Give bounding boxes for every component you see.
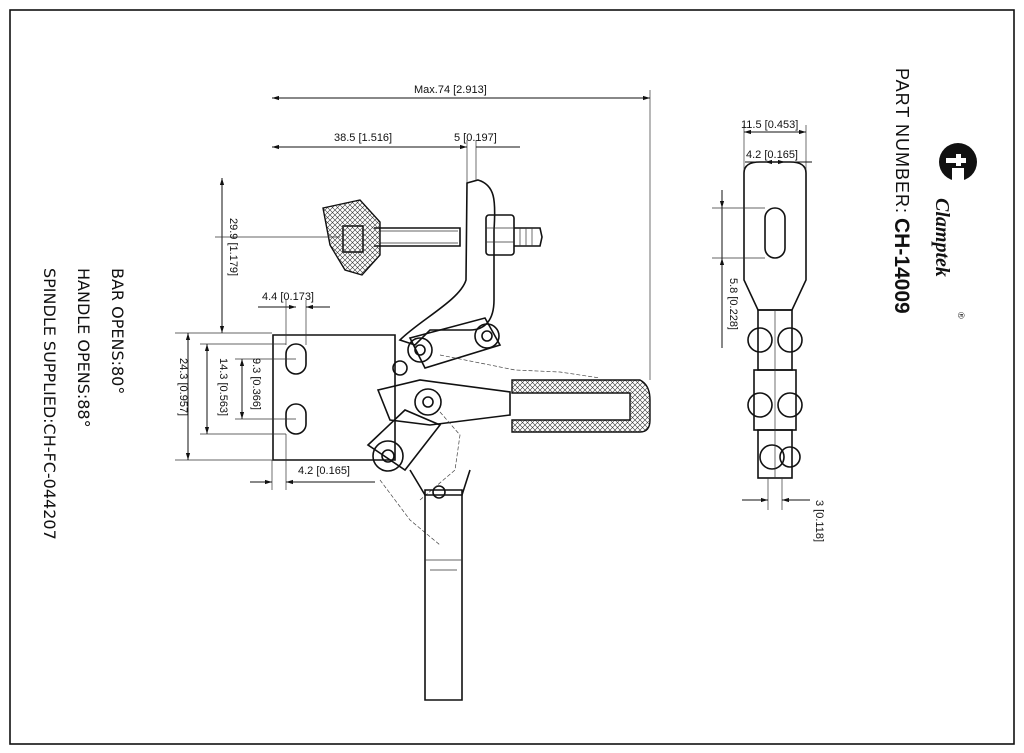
dim-side-width: 11.5 [0.453]: [741, 119, 798, 131]
dimension-lines: [175, 90, 812, 510]
title-block: PART NUMBER: CH-14009 Clamptek ®: [890, 68, 977, 319]
note-handle-opens: HANDLE OPENS:88°: [74, 268, 93, 428]
dim-base-height: 24.3 [0.957]: [177, 358, 189, 416]
brand-name: Clamptek: [931, 198, 953, 277]
dim-spindle-height: 29.9 [1.179]: [227, 218, 239, 276]
part-number-label: PART NUMBER:: [892, 68, 912, 214]
clamptek-logo-icon: [939, 143, 977, 184]
dim-side-slot-length: 5.8 [0.228]: [727, 278, 739, 330]
part-number-value: CH-14009: [890, 218, 913, 314]
dim-base-hole-offset: 4.2 [0.165]: [298, 465, 350, 477]
sheet-border: [9, 9, 1015, 745]
registered-mark: ®: [956, 312, 966, 319]
note-spindle-supplied: SPINDLE SUPPLIED:CH-FC-044207: [40, 268, 59, 540]
dim-side-slot-width: 4.2 [0.165]: [746, 149, 798, 161]
side-view-drawing: [743, 161, 807, 479]
note-bar-opens: BAR OPENS:80°: [108, 268, 127, 394]
dim-spindle-reach: 38.5 [1.516]: [334, 132, 392, 144]
dim-hole-pitch: 9.3 [0.366]: [250, 358, 262, 410]
front-view-drawing: [272, 179, 651, 701]
dim-max-length: Max.74 [2.913]: [414, 84, 487, 96]
dim-arm-thickness: 5 [0.197]: [454, 132, 497, 144]
dim-side-bottom-thickness: 3 [0.118]: [813, 500, 825, 542]
dim-hole-span: 14.3 [0.563]: [217, 358, 229, 416]
notes-block: BAR OPENS:80° HANDLE OPENS:88° SPINDLE S…: [40, 268, 127, 540]
dim-base-edge-to-hole: 4.4 [0.173]: [262, 291, 314, 303]
